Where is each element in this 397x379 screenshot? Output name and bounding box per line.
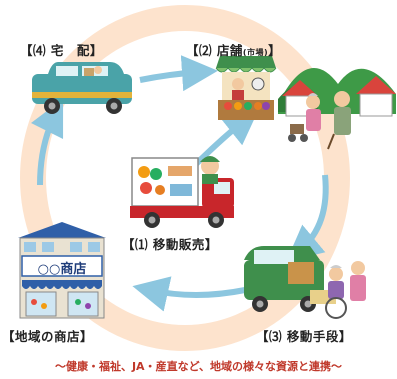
label-store: 【⑵ 店舗(市場)】 bbox=[186, 40, 281, 59]
label-transport: 【⑶ 移動手段】 bbox=[256, 329, 352, 344]
label-store-main: 【⑵ 店舗 bbox=[186, 43, 243, 58]
mobile-sales-truck-illustration bbox=[130, 156, 234, 228]
label-delivery: 【⑷ 宅 配】 bbox=[20, 43, 103, 58]
shop-sign: ○○商店 bbox=[37, 262, 87, 277]
arrow-shop-to-delivery bbox=[30, 98, 64, 186]
local-shop-illustration bbox=[18, 222, 106, 319]
arrow-transport-to-shop bbox=[132, 276, 246, 312]
label-store-sub: (市場) bbox=[242, 48, 269, 57]
footer-caption: ～健康・福祉、JA・産直など、地域の様々な資源と連携～ bbox=[54, 360, 343, 373]
delivery-van-illustration bbox=[32, 62, 132, 114]
market-stall-illustration bbox=[215, 56, 277, 120]
label-mobile-sales: 【⑴ 移動販売】 bbox=[122, 237, 218, 252]
cycle-ring bbox=[20, 5, 350, 351]
village-illustration bbox=[278, 68, 396, 150]
transport-van-illustration bbox=[244, 246, 366, 319]
label-local-shop: 【地域の商店】 bbox=[2, 329, 94, 344]
label-store-close: 】 bbox=[268, 43, 282, 58]
arrow-houses-to-transport bbox=[286, 174, 329, 262]
arrow-delivery-to-store bbox=[139, 55, 218, 92]
